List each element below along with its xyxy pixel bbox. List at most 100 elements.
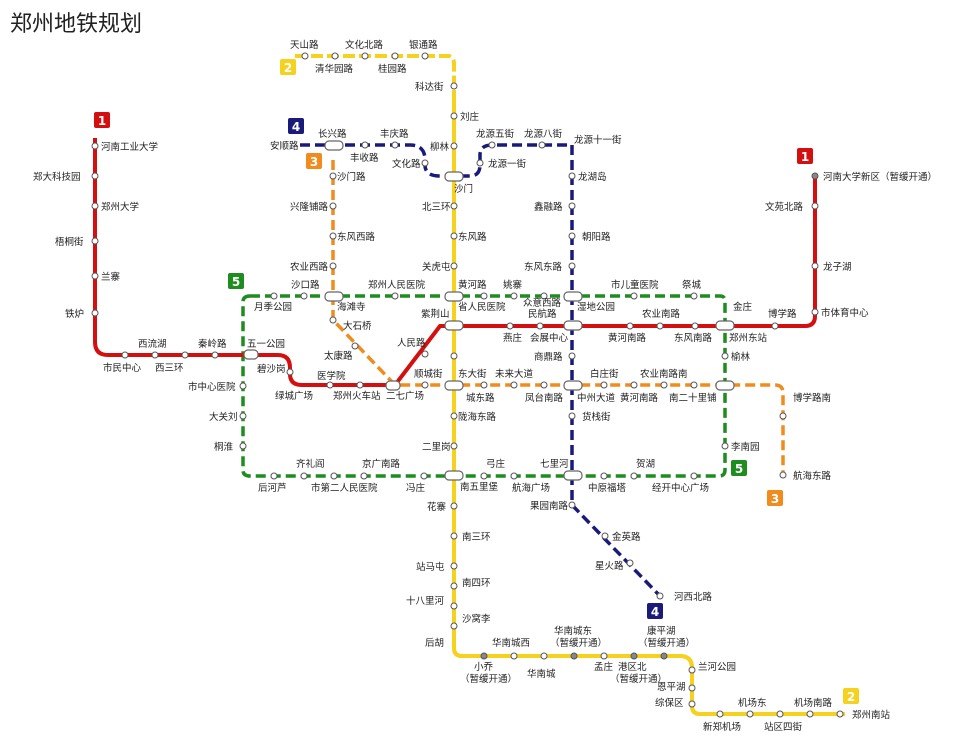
badge-line3-bottom: 3: [771, 492, 779, 506]
station-label: 齐礼阎: [296, 458, 325, 470]
station-label: （暂缓开通）: [460, 673, 517, 685]
station-label: 文苑北路: [765, 201, 804, 213]
station-label: 燕庄: [503, 332, 523, 344]
station-label: 兰河公园: [698, 661, 736, 673]
station-label: 孟庄: [594, 661, 614, 673]
station-label: 文化北路: [345, 39, 384, 51]
station-label: 西三环: [155, 363, 184, 374]
station-label: 秦岭路: [198, 338, 227, 350]
station-label: 龙子湖: [823, 261, 852, 273]
station-label: 河南工业大学: [101, 141, 158, 153]
station-label: 南五里堡: [460, 481, 499, 493]
station-label: 城东路: [466, 392, 495, 404]
station-label: 农业南路: [642, 308, 681, 320]
station-label: 弓庄: [486, 458, 506, 470]
badge-line4-top: 4: [292, 120, 300, 134]
station-label: 南二十里铺: [669, 392, 717, 404]
station-label: 龙源八街: [524, 128, 563, 140]
station-label: 七里河: [540, 458, 569, 470]
station-label: 站马屯: [416, 561, 445, 573]
station-label: 商鼎路: [534, 351, 563, 363]
station-label: 综保区: [655, 697, 684, 709]
station-label: 省人民医院: [458, 301, 506, 313]
station-label: 清华园路: [315, 63, 354, 75]
station-label: 沙口路: [291, 279, 320, 291]
station-label: 航海广场: [512, 482, 550, 494]
station-label: 华南城西: [492, 637, 530, 649]
station-label: 陇海东路: [458, 411, 497, 423]
badge-line5-bottom: 5: [735, 462, 743, 476]
station-label: 贺湖: [636, 458, 655, 470]
station-label: 未来大道: [495, 368, 534, 380]
station-label: 榆林: [731, 351, 751, 363]
station-label: 河西北路: [674, 591, 713, 603]
station-label: 东风路: [458, 231, 487, 243]
station-label: 航海东路: [793, 470, 832, 482]
station-label: 华南城东: [554, 625, 592, 637]
station-label: 中州大道: [577, 392, 616, 404]
station-label: 龙湖岛: [578, 171, 607, 183]
station-label: 朝阳路: [582, 231, 611, 243]
station-label: 医学院: [317, 370, 346, 382]
station-label: 金庄: [733, 301, 753, 313]
station-label: 关虎屯: [422, 261, 451, 273]
station-labels: 河南工业大学 郑大科技园 郑州大学 梧桐街 兰寨 铁炉 市民中心 西流湖 西三环…: [33, 39, 937, 733]
station-label: 龙源五街: [476, 128, 515, 140]
station-label: 白庄街: [590, 368, 619, 380]
station-label: 鑫融路: [534, 201, 563, 213]
badge-line5-top: 5: [232, 275, 240, 289]
station-label: 博学路南: [793, 392, 831, 404]
station-label: 南三环: [462, 531, 491, 543]
station-label: 后河芦: [258, 482, 287, 494]
station-label: 二七广场: [386, 390, 424, 402]
station-label: 紫荆山: [421, 308, 450, 320]
station-label: 货栈街: [582, 411, 611, 423]
station-label: 柳林: [430, 141, 450, 153]
station-label: 机场南路: [794, 697, 833, 709]
station-label: 新郑机场: [703, 721, 741, 733]
badge-line1-top: 1: [98, 114, 106, 128]
station-label: 碧沙岗: [257, 363, 286, 375]
line-badges: 1 1 2 2 3 3 4 4 5 5: [94, 59, 859, 704]
station-label: 北三环: [422, 202, 451, 213]
station-label: 中原福塔: [588, 482, 627, 494]
station-label: 农业西路: [290, 261, 329, 273]
station-label: 金英路: [612, 531, 641, 543]
station-label: 安顺路: [270, 140, 299, 152]
station-label: 龙源十一街: [574, 134, 622, 146]
page-title: 郑州地铁规划: [10, 12, 143, 37]
station-label: 小乔: [474, 661, 494, 673]
station-label: 农业南路南: [640, 368, 688, 380]
station-label: 东大街: [458, 368, 487, 380]
station-label: 市体育中心: [821, 307, 869, 319]
station-label: 海滩寺: [337, 301, 366, 313]
station-label: 丰庆路: [380, 128, 409, 140]
station-label: 京广南路: [362, 458, 401, 470]
station-label: 文化路: [392, 158, 421, 170]
station-label: 果园南路: [530, 500, 569, 512]
station-label: 康平湖: [647, 625, 676, 637]
station-label: 科达街: [415, 81, 444, 93]
station-label: 冯庄: [406, 482, 426, 494]
station-label: 河南大学新区（暂缓开通）: [823, 171, 937, 183]
station-label: 经开中心广场: [652, 482, 709, 494]
station-label: 沙门: [454, 183, 473, 195]
station-label: 西流湖: [138, 338, 167, 350]
station-label: （暂缓开通）: [638, 637, 695, 649]
badge-line3-top: 3: [310, 155, 318, 169]
interchanges: [243, 140, 735, 481]
station-label: 郑州东站: [729, 332, 768, 344]
station-label: 沙窝李: [462, 613, 491, 625]
station-label: 兴隆铺路: [290, 201, 329, 213]
badge-line1-right: 1: [801, 150, 809, 164]
station-label: 郑大科技园: [33, 171, 81, 183]
station-label: 天山路: [290, 39, 319, 51]
station-label: 凤台南路: [525, 392, 564, 404]
station-label: 铁炉: [65, 308, 84, 320]
station-label: 东风东路: [524, 261, 563, 273]
station-label: 花寨: [427, 501, 447, 513]
station-label: 兰寨: [101, 271, 121, 283]
station-label: 太康路: [324, 350, 353, 362]
station-label: 后胡: [425, 637, 444, 649]
